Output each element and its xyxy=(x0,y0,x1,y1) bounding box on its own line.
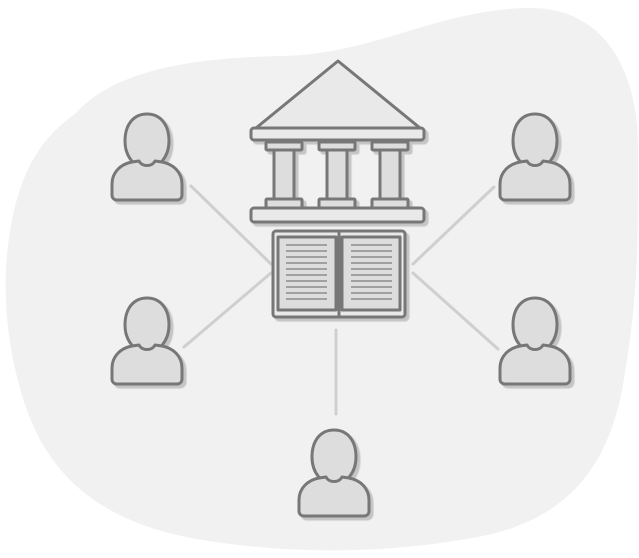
user-top-right xyxy=(498,112,572,202)
user-top-left xyxy=(110,112,184,202)
user-bottom-left xyxy=(110,296,184,386)
user-bottom-center xyxy=(297,428,371,518)
user-bottom-right xyxy=(498,296,572,386)
connector-top-right xyxy=(411,185,496,266)
bank-icon xyxy=(249,59,426,224)
connectors xyxy=(182,184,500,416)
connector-top-left xyxy=(189,184,273,266)
connector-bottom-right xyxy=(411,271,500,351)
book-icon xyxy=(271,229,407,319)
connector-bottom-left xyxy=(182,271,273,349)
